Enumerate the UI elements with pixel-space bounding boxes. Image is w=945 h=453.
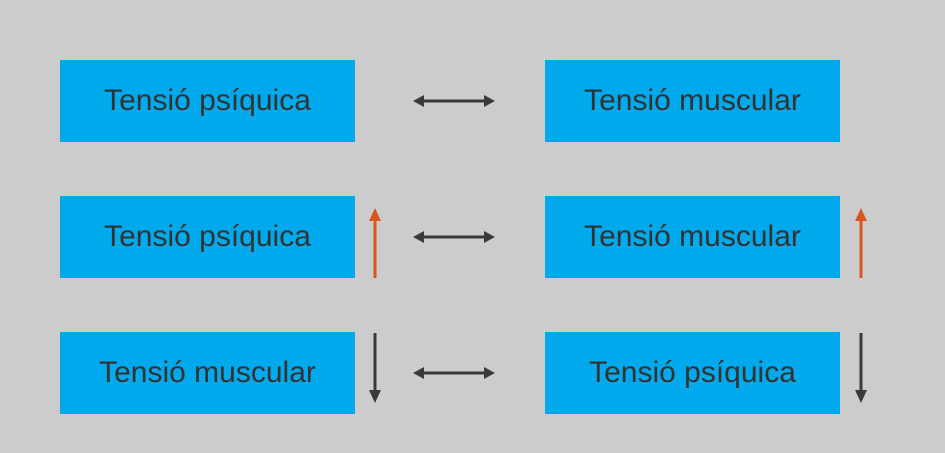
row-2-left-up-arrow-icon [369, 208, 381, 278]
row-3-right-label: Tensió psíquica [589, 356, 796, 389]
row-3-right-down-arrow-icon [855, 333, 867, 403]
row-3-left-down-arrow-icon [369, 333, 381, 403]
row-2-right-box: Tensió muscular [545, 196, 840, 278]
row-2-left-label: Tensió psíquica [104, 220, 311, 253]
row-1-left-box: Tensió psíquica [60, 60, 355, 142]
row-3-right-box: Tensió psíquica [545, 332, 840, 414]
row-3-left-label: Tensió muscular [99, 356, 316, 389]
row-2-right-label: Tensió muscular [584, 220, 801, 253]
row-1-left-label: Tensió psíquica [104, 84, 311, 117]
row-3-left-box: Tensió muscular [60, 332, 355, 414]
row-1-right-label: Tensió muscular [584, 84, 801, 117]
row-1-right-box: Tensió muscular [545, 60, 840, 142]
row-3-double-arrow-icon [413, 367, 495, 379]
row-2-double-arrow-icon [413, 231, 495, 243]
row-2-right-up-arrow-icon [855, 208, 867, 278]
row-2-left-box: Tensió psíquica [60, 196, 355, 278]
row-1-double-arrow-icon [413, 95, 495, 107]
